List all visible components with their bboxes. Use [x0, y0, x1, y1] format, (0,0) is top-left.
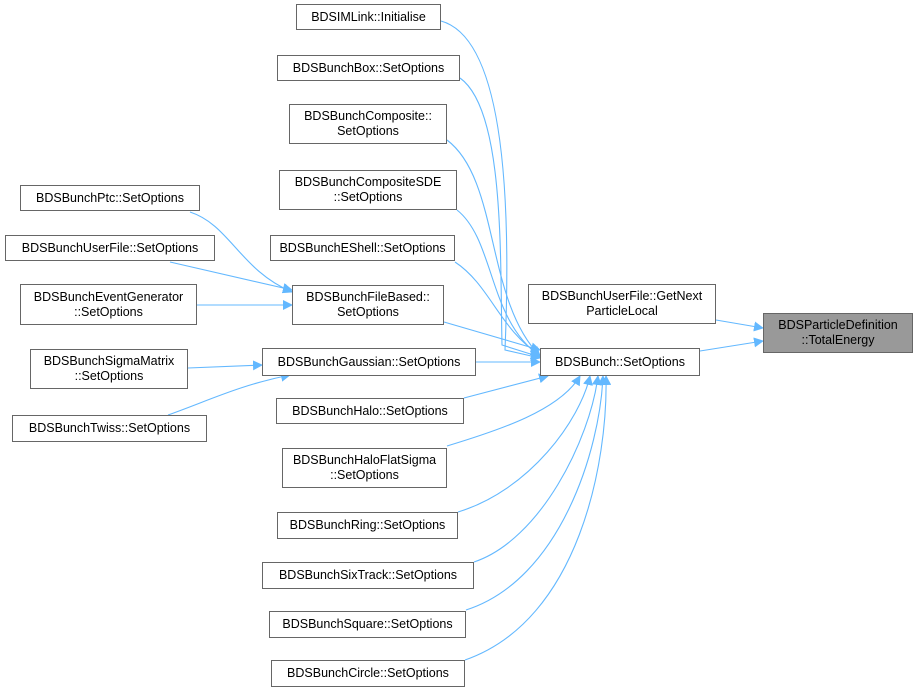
node-bunchcomposite-setoptions[interactable]: BDSBunchComposite:: SetOptions	[289, 104, 447, 144]
edge-userfile-set-to-filebased	[169, 261, 293, 293]
edge-userfile-getnext-to-root	[715, 319, 764, 332]
node-simlink-initialise[interactable]: BDSIMLink::Initialise	[296, 4, 441, 30]
node-bunchfilebased-setoptions[interactable]: BDSBunchFileBased:: SetOptions	[292, 285, 444, 325]
edge-composite-to-bunch	[446, 139, 541, 357]
node-userfile-getnext-particlelocal[interactable]: BDSBunchUserFile::GetNext ParticleLocal	[528, 284, 716, 324]
node-buncheventgenerator-setoptions[interactable]: BDSBunchEventGenerator ::SetOptions	[20, 284, 197, 325]
node-bunchgaussian-setoptions[interactable]: BDSBunchGaussian::SetOptions	[262, 348, 476, 376]
node-bunchsquare-setoptions[interactable]: BDSBunchSquare::SetOptions	[269, 611, 466, 638]
edge-bunch-to-root	[699, 337, 764, 352]
node-bunchtwiss-setoptions[interactable]: BDSBunchTwiss::SetOptions	[12, 415, 207, 442]
edge-halo-to-bunch	[463, 373, 549, 399]
node-particle-definition-total-energy: BDSParticleDefinition ::TotalEnergy	[763, 313, 913, 353]
edge-ring-to-bunch	[457, 375, 593, 513]
edge-sigmamatrix-to-gaussian	[187, 360, 263, 371]
edge-twiss-to-gaussian	[167, 371, 291, 416]
node-bunchsigmamatrix-setoptions[interactable]: BDSBunchSigmaMatrix ::SetOptions	[30, 349, 188, 389]
edge-simlink-to-bunch	[440, 20, 541, 361]
edge-box-to-bunch	[459, 77, 541, 360]
node-bunchcircle-setoptions[interactable]: BDSBunchCircle::SetOptions	[271, 660, 465, 687]
edge-square-to-bunch	[465, 375, 608, 611]
node-bunchbox-setoptions[interactable]: BDSBunchBox::SetOptions	[277, 55, 460, 81]
node-bunchuserfile-setoptions[interactable]: BDSBunchUserFile::SetOptions	[5, 235, 215, 261]
node-bunch-setoptions[interactable]: BDSBunch::SetOptions	[540, 348, 700, 376]
edge-halo-flat-to-bunch	[446, 375, 581, 447]
node-buncheshell-setoptions[interactable]: BDSBunchEShell::SetOptions	[270, 235, 455, 261]
node-bunchcompositesde-setoptions[interactable]: BDSBunchCompositeSDE ::SetOptions	[279, 170, 457, 210]
edge-circle-to-bunch	[464, 375, 612, 661]
node-bunchsixtrack-setoptions[interactable]: BDSBunchSixTrack::SetOptions	[262, 562, 474, 589]
node-bunchring-setoptions[interactable]: BDSBunchRing::SetOptions	[277, 512, 458, 539]
node-bunchptc-setoptions[interactable]: BDSBunchPtc::SetOptions	[20, 185, 200, 211]
edge-filebased-to-bunch	[443, 321, 541, 353]
edge-composite-sde-to-bunch	[456, 209, 541, 357]
node-bunchhaloflatsigma-setoptions[interactable]: BDSBunchHaloFlatSigma ::SetOptions	[282, 448, 447, 488]
edge-ptc-to-filebased	[189, 211, 293, 294]
node-bunchhalo-setoptions[interactable]: BDSBunchHalo::SetOptions	[276, 398, 464, 424]
edge-sixtrack-to-bunch	[473, 375, 602, 563]
